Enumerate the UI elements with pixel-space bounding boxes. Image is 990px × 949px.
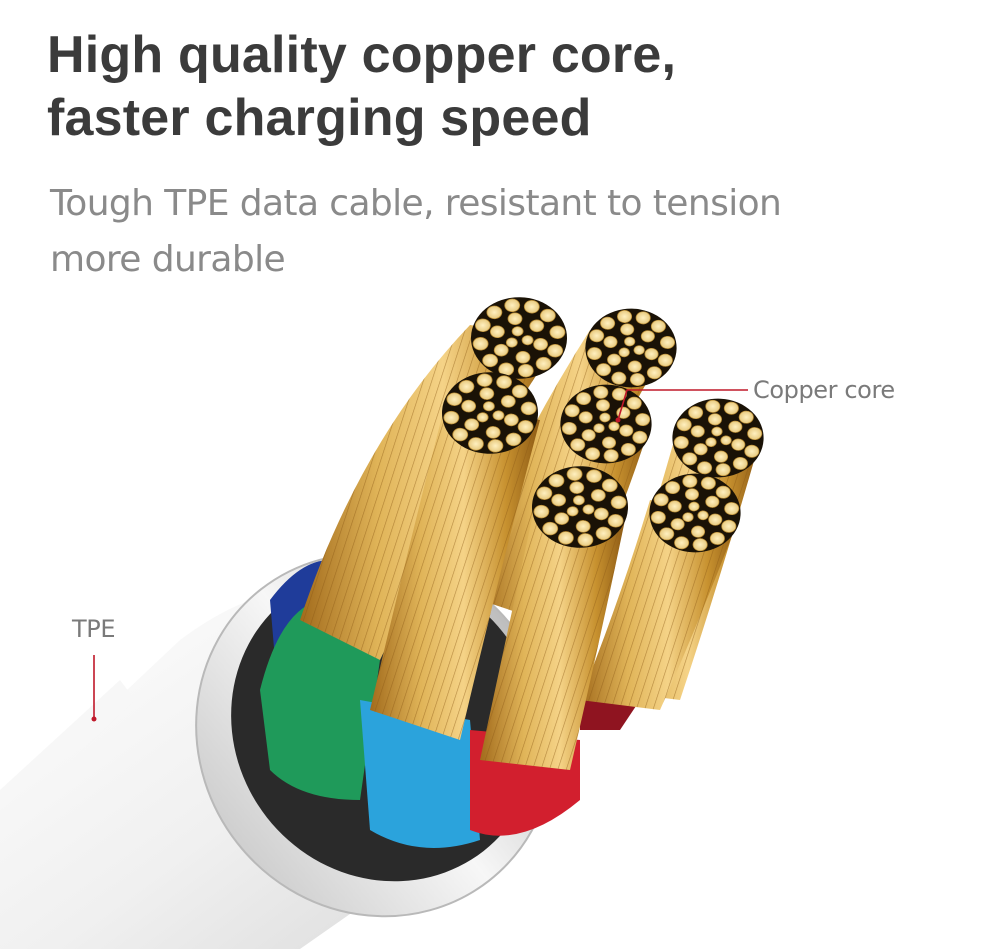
subheadline-line-1: Tough TPE data cable, resistant to tensi… xyxy=(50,183,782,224)
wire-green xyxy=(260,600,380,800)
copper-core-callout-line xyxy=(615,389,748,423)
copper-core-label: Copper core xyxy=(753,376,895,404)
subheadline-line-2: more durable xyxy=(50,239,286,280)
headline-line-2: faster charging speed xyxy=(47,89,592,147)
tpe-callout-line xyxy=(91,655,97,722)
headline: High quality copper core, faster chargin… xyxy=(47,24,676,150)
headline-line-1: High quality copper core, xyxy=(47,26,677,84)
copper-cores xyxy=(300,290,770,770)
subheadline: Tough TPE data cable, resistant to tensi… xyxy=(50,176,782,288)
tpe-label: TPE xyxy=(72,615,116,643)
wire-blue xyxy=(360,700,480,848)
